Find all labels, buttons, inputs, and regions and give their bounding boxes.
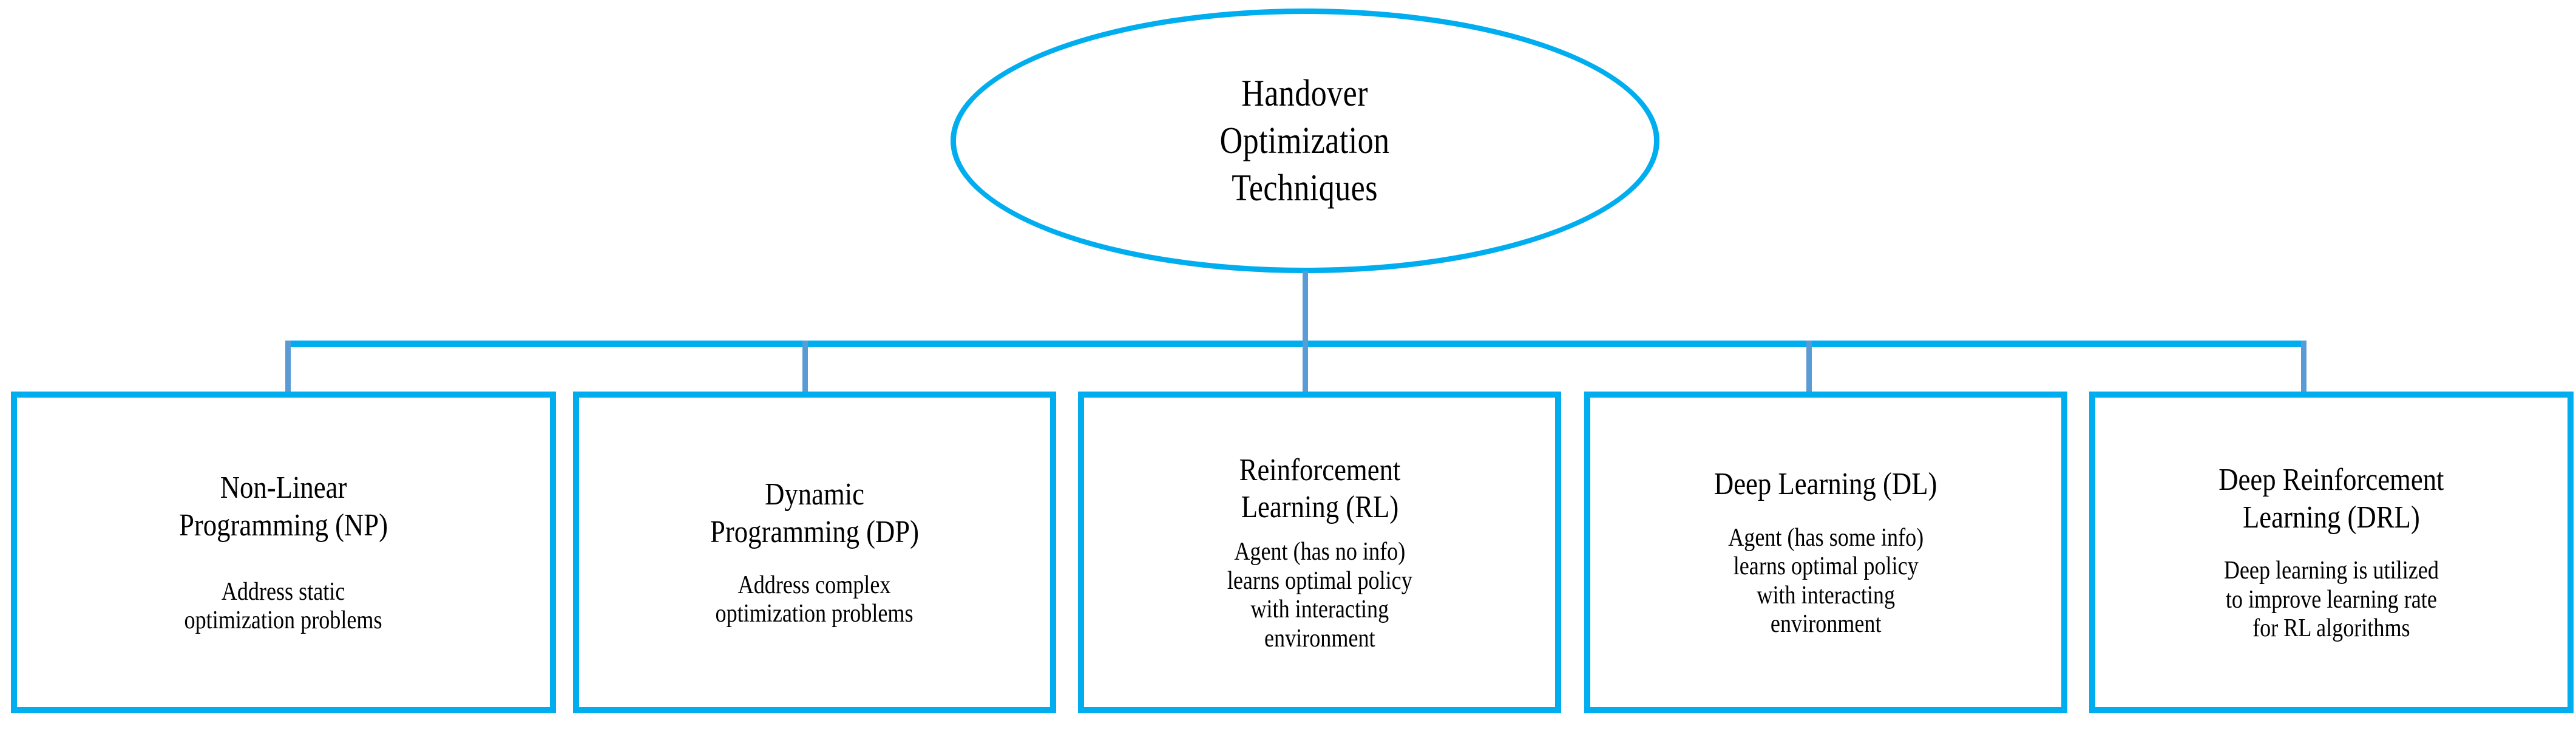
leaf-node-body: Deep learning is utilized to improve lea… (2223, 557, 2439, 643)
leaf-node-dynamic-programming[interactable]: Dynamic Programming (DP) Address complex… (573, 392, 1056, 713)
leaf-node-deep-learning[interactable]: Deep Learning (DL) Agent (has some info)… (1584, 392, 2067, 713)
leaf-node-title: Non-Linear Programming (NP) (178, 470, 388, 543)
connector-drop-np (285, 341, 291, 395)
leaf-node-body: Address static optimization problems (184, 577, 383, 635)
leaf-node-title: Reinforcement Learning (RL) (1239, 452, 1400, 525)
leaf-node-title: Dynamic Programming (DP) (710, 477, 920, 549)
leaf-node-title: Deep Reinforcement Learning (DRL) (2218, 463, 2444, 535)
connector-drop-dp (802, 341, 808, 395)
connector-drop-rl (1303, 341, 1308, 395)
root-node-handover-optimization-techniques[interactable]: Handover Optimization Techniques (951, 8, 1659, 273)
root-node-label: Handover Optimization Techniques (1220, 72, 1390, 209)
leaf-node-title: Deep Learning (DL) (1714, 467, 1937, 502)
connector-root-stem (1303, 271, 1308, 344)
leaf-node-body: Address complex optimization problems (715, 571, 914, 628)
leaf-node-deep-reinforcement-learning[interactable]: Deep Reinforcement Learning (DRL) Deep l… (2089, 392, 2574, 713)
connector-drop-drl (2301, 341, 2307, 395)
leaf-node-reinforcement-learning[interactable]: Reinforcement Learning (RL) Agent (has n… (1078, 392, 1561, 713)
leaf-node-body: Agent (has some info) learns optimal pol… (1727, 523, 1924, 639)
leaf-node-non-linear-programming[interactable]: Non-Linear Programming (NP) Address stat… (11, 392, 556, 713)
leaf-node-body: Agent (has no info) learns optimal polic… (1227, 538, 1412, 653)
connector-drop-dl (1806, 341, 1812, 395)
connector-horizontal-bus (285, 341, 2307, 347)
